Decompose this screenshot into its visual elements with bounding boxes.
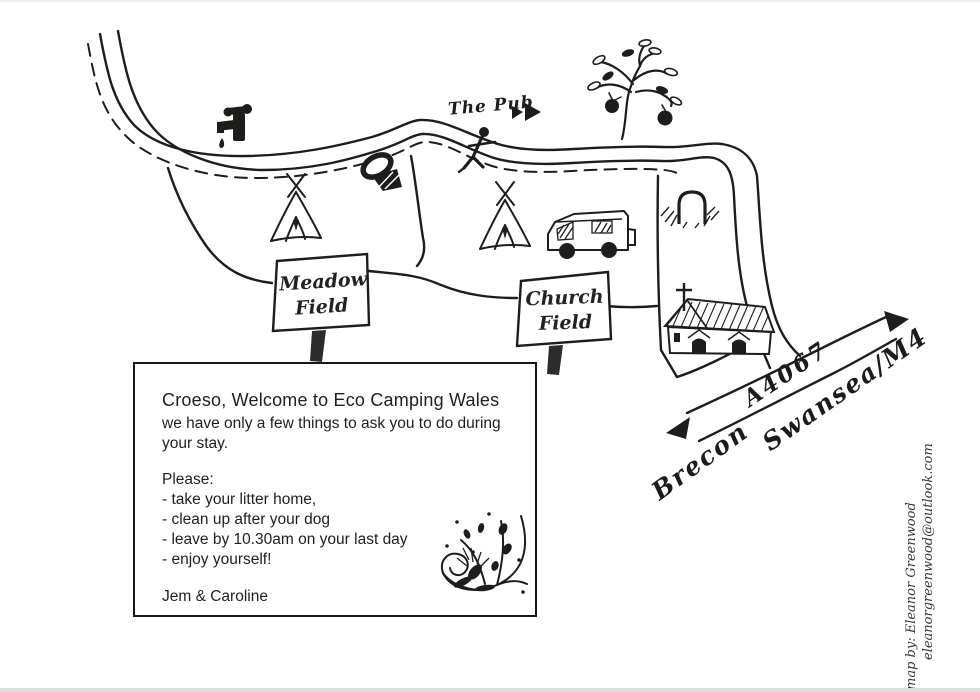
rule-item: - clean up after your dog [162,511,331,528]
hedge-from-road [409,154,426,268]
campervan-icon [547,210,636,259]
walker-icon [457,127,497,174]
scan-edge-top [0,0,980,2]
tent-icon [270,173,322,242]
welcome-signoff: Jem & Caroline [162,588,268,605]
toilet-icon [360,152,402,191]
floral-flourish-icon [433,494,533,609]
rule-item: - enjoy yourself! [162,551,272,568]
meadow-to-church-boundary [358,268,519,300]
water-tap-icon [217,104,252,148]
field-boundaries [166,154,659,309]
main-road-a4067 [685,315,898,443]
apple-tree-icon [587,39,683,141]
map-credits: map by: Eleanor Greenwood eleanorgreenwo… [903,412,937,690]
meadow-field-boundary [166,166,274,285]
please-label: Please: [162,471,214,488]
meadow-field-sign-label: Meadow Field [278,268,368,320]
church-field-sign-label: Church Field [525,285,604,335]
gravestone-icon [660,190,720,229]
tent-icon [479,181,531,250]
church-icon [662,283,776,356]
church-to-yard-boundary [604,304,659,309]
brecon-arrow-icon [666,417,690,439]
church-sign-board [515,270,613,375]
welcome-note: Croeso, Welcome to Eco Camping Wales we … [133,362,537,617]
rule-item: - leave by 10.30am on your last day [162,531,408,548]
credit-author: map by: Eleanor Greenwood [904,502,919,690]
scan-edge-bottom [0,688,980,692]
rule-item: - take your litter home, [162,491,317,508]
welcome-intro: we have only a few things to ask you to … [162,415,501,452]
meadow-sign-post [310,330,326,362]
meadow-sign-board [271,252,371,362]
footpath-dashed [87,43,679,180]
church-sign-post [547,345,563,375]
lane-road [98,29,802,370]
welcome-title: Croeso, Welcome to Eco Camping Wales [162,390,500,410]
pub-direction-arrows-icon [512,103,541,121]
credit-email: eleanorgreenwood@outlook.com [921,443,936,660]
swansea-arrow-icon [884,311,909,332]
